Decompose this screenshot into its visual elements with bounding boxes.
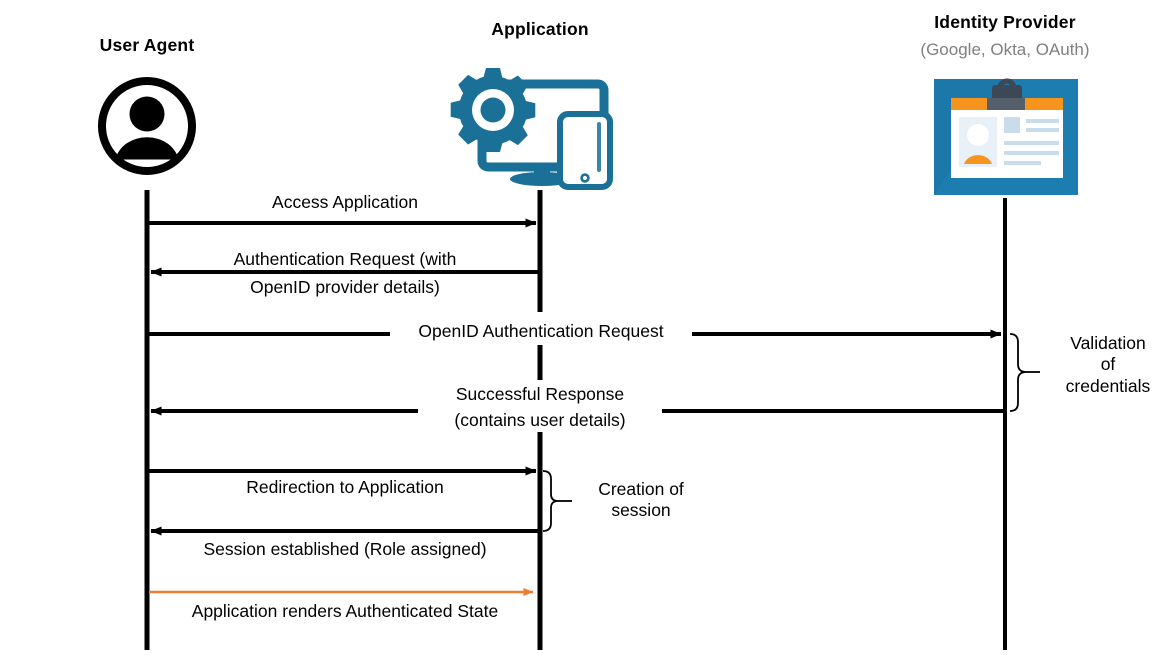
message-label-openid-authentication-request: OpenID Authentication Request [418,321,664,341]
annotation-validation-of-credentials: Validation of credentials [1043,333,1173,397]
participant-subtitle-identity-provider: (Google, Okta, OAuth) [920,40,1090,59]
annotation-creation-of-session: Creation of session [576,479,706,522]
message-label-access-application: Access Application [272,192,418,212]
brace-validation-of-credentials [1009,333,1027,412]
annotation-validation-line2: of [1100,354,1116,375]
annotation-creation-line1: Creation of [598,479,684,499]
annotation-validation-line3: credentials [1065,375,1151,396]
brace-creation-of-session [542,470,559,532]
message-label-authentication-request-line2: OpenID provider details) [250,277,440,297]
annotation-creation-line2: session [611,500,671,521]
message-label-redirection-to-application: Redirection to Application [246,477,444,497]
message-label-successful-response-line2: (contains user details) [454,410,626,430]
participant-title-identity-provider: Identity Provider [934,12,1076,32]
id-badge-icon [934,78,1078,195]
participant-title-user-agent: User Agent [99,35,195,55]
annotation-validation-line1: Validation [1070,333,1146,353]
message-label-application-renders-authenticated-state: Application renders Authenticated State [191,601,499,621]
message-label-authentication-request-line1: Authentication Request (with [233,249,457,269]
user-avatar-icon [96,75,198,177]
message-label-session-established: Session established (Role assigned) [203,539,487,559]
message-label-successful-response-line1: Successful Response [455,384,625,404]
application-devices-icon [450,66,635,190]
participant-title-application: Application [491,19,589,39]
